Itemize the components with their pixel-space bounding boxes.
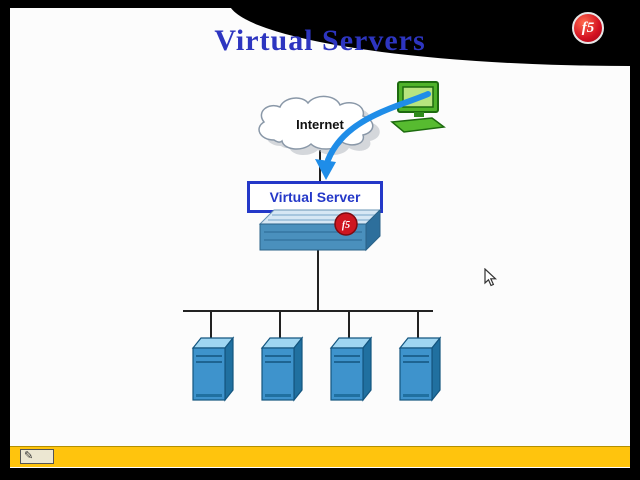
annotation-taskbar: ✎ (10, 446, 630, 467)
internet-label: Internet (296, 117, 344, 132)
mouse-cursor (484, 267, 498, 293)
client-computer-icon (390, 80, 448, 143)
virtual-server-box: Virtual Server (247, 181, 383, 213)
f5-logo: f5 (572, 12, 604, 44)
page-title: Virtual Servers (214, 24, 426, 57)
pencil-icon: ✎ (24, 450, 34, 462)
server-tower (396, 310, 444, 407)
server-row (189, 310, 444, 407)
pen-annotation-button[interactable]: ✎ (20, 449, 54, 464)
f5-logo-text: f5 (581, 19, 595, 36)
bigip-appliance-icon: f5 (254, 206, 384, 259)
virtual-server-label: Virtual Server (269, 189, 361, 205)
server-tower (258, 310, 306, 407)
appliance-f5-text: f5 (342, 220, 350, 231)
server-tower (189, 310, 237, 407)
appliance-f5-ball (334, 212, 358, 236)
server-tower (327, 310, 375, 407)
